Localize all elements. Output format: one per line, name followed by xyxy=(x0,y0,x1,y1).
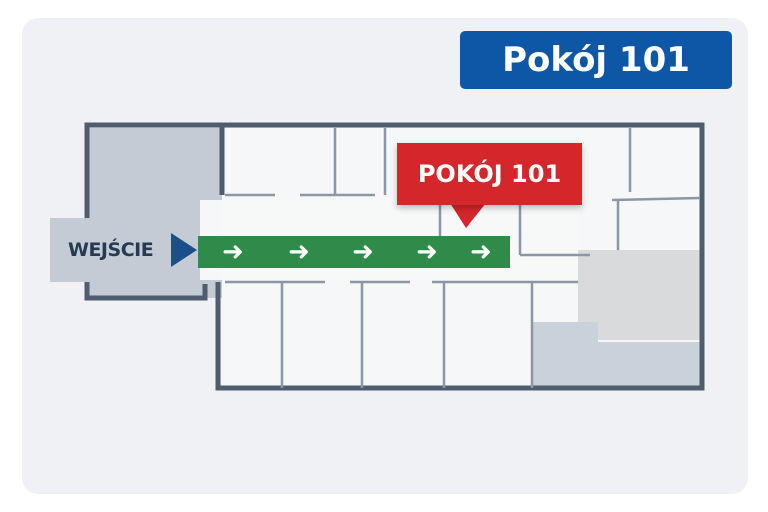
utility-room-2 xyxy=(598,342,700,388)
destination-callout: POKÓJ 101 xyxy=(397,143,582,205)
right-arrow-icon: ➜ xyxy=(352,237,374,267)
callout-tail xyxy=(450,203,486,228)
right-arrow-icon: ➜ xyxy=(288,237,310,267)
utility-room-1 xyxy=(532,322,598,388)
right-arrow-icon: ➜ xyxy=(416,237,438,267)
storage-area xyxy=(578,250,700,340)
route-path xyxy=(198,236,510,268)
right-arrow-icon: ➜ xyxy=(470,237,492,267)
room-title: Pokój 101 xyxy=(460,31,732,89)
right-arrow-icon: ➜ xyxy=(222,237,244,267)
interior-walls xyxy=(225,128,701,388)
entrance-label: WEJŚCIE xyxy=(50,218,184,282)
